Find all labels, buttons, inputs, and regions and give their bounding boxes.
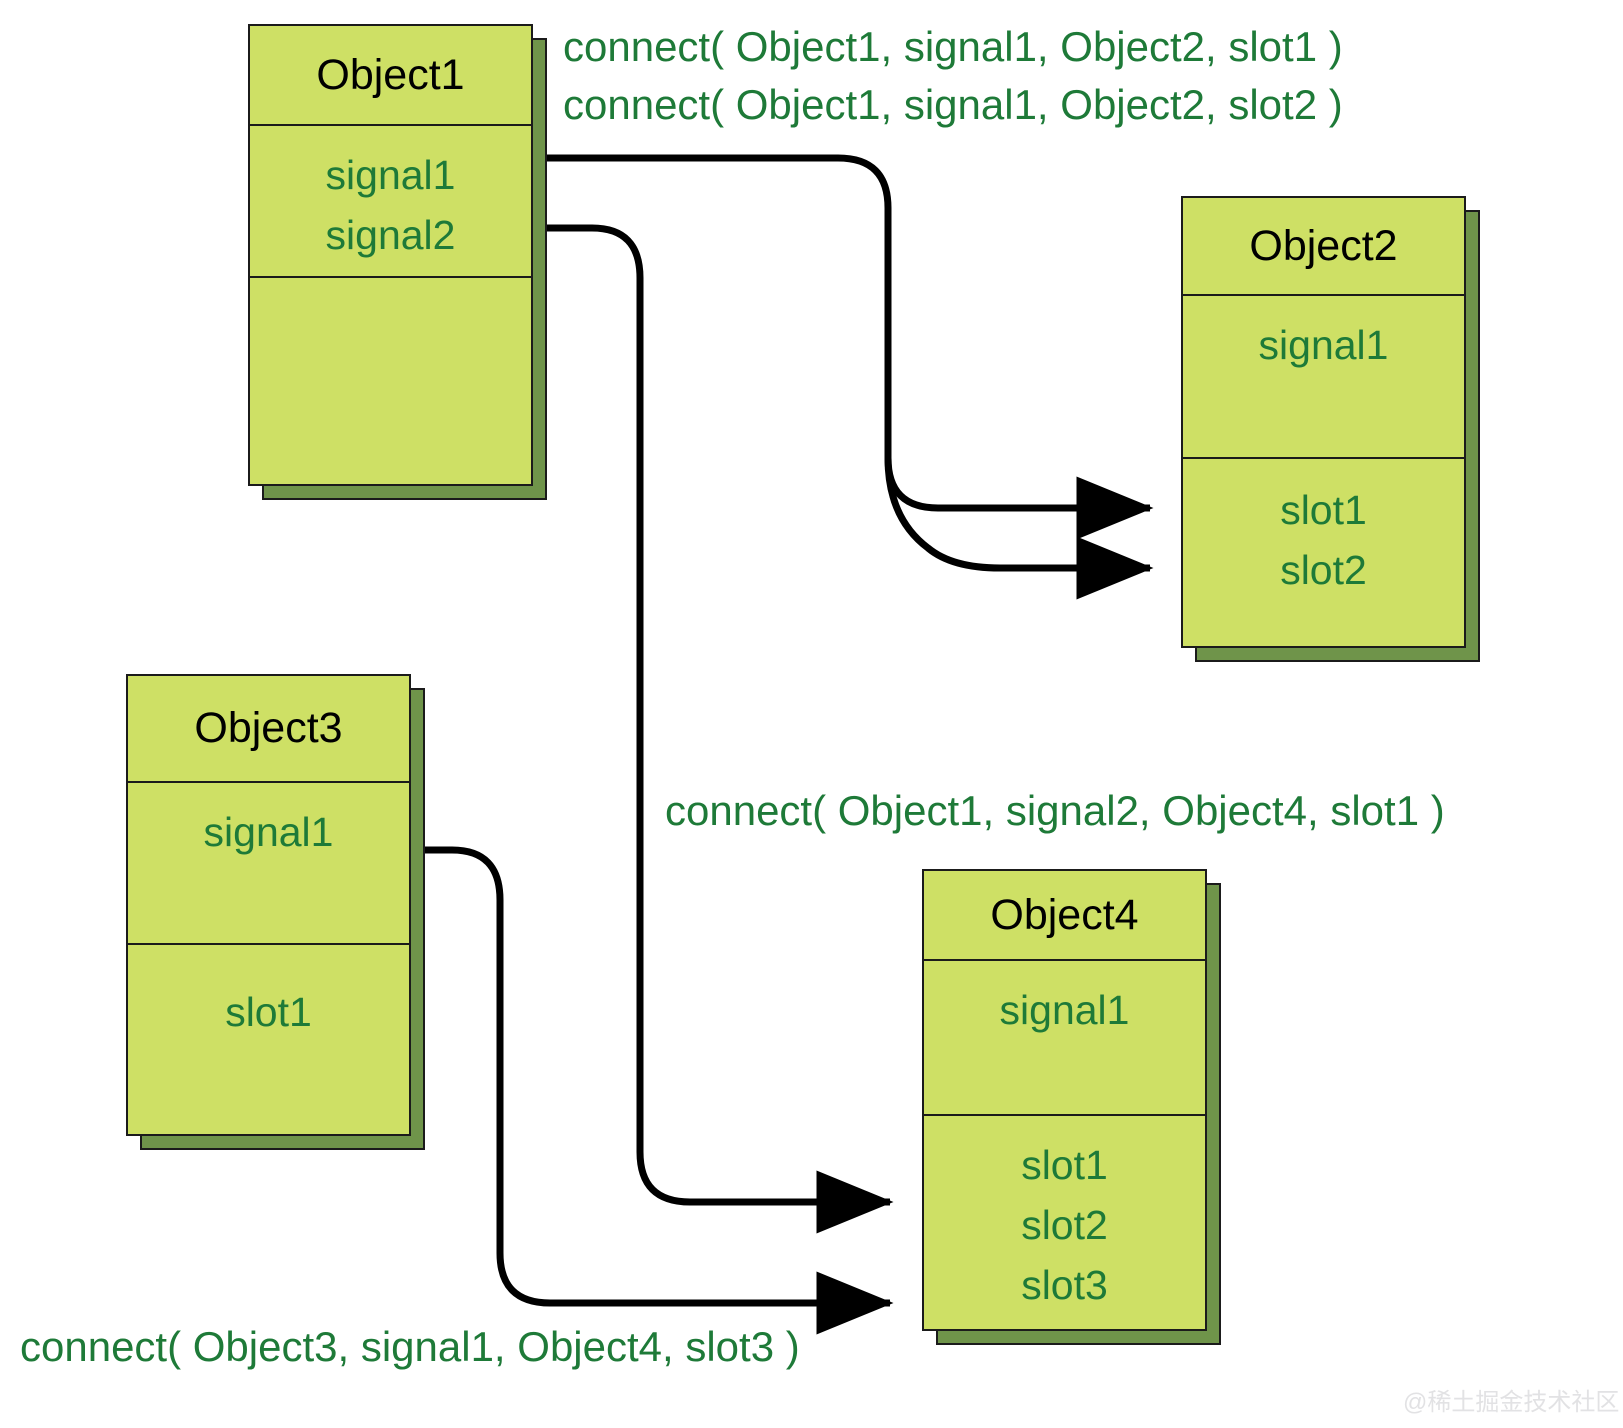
object4-title-section: Object4 bbox=[924, 871, 1205, 959]
object3-signals-section: signal1 bbox=[128, 781, 409, 943]
object4-title: Object4 bbox=[990, 890, 1139, 939]
object3-title-section: Object3 bbox=[128, 676, 409, 781]
object4-body: Object4 signal1 slot1 slot2 slot3 bbox=[922, 869, 1207, 1331]
object1-title-section: Object1 bbox=[250, 26, 531, 124]
connect-label-object1-signal1-object2-slot2: connect( Object1, signal1, Object2, slot… bbox=[563, 81, 1343, 128]
object1-title: Object1 bbox=[316, 50, 465, 99]
object1-slots-section bbox=[250, 276, 531, 484]
object2-title-section: Object2 bbox=[1183, 198, 1464, 294]
object2-title: Object2 bbox=[1249, 221, 1398, 270]
object4-slot-1[interactable]: slot1 bbox=[1021, 1142, 1108, 1188]
object1-body: Object1 signal1 signal2 bbox=[248, 24, 533, 486]
object-box-object2[interactable]: Object2 signal1 slot1 slot2 bbox=[1181, 196, 1480, 662]
wire-object1-signal1-to-object2-slot1 bbox=[533, 154, 1154, 540]
object3-title: Object3 bbox=[194, 704, 343, 752]
object4-slot-2[interactable]: slot2 bbox=[1021, 1201, 1108, 1248]
object-box-object3[interactable]: Object3 signal1 slot1 bbox=[126, 674, 425, 1150]
object4-signals-section: signal1 bbox=[924, 959, 1205, 1114]
wire-object3-signal1-to-object4-slot3 bbox=[424, 846, 894, 1335]
object-box-object1[interactable]: Object1 signal1 signal2 bbox=[248, 24, 547, 500]
connect-label-object1-signal1-object2-slot1: connect( Object1, signal1, Object2, slot… bbox=[563, 23, 1343, 70]
object3-body: Object3 signal1 slot1 bbox=[126, 674, 411, 1136]
object2-slot-1[interactable]: slot1 bbox=[1280, 487, 1367, 533]
object4-slots-section: slot1 slot2 slot3 bbox=[924, 1114, 1205, 1329]
object-box-object4[interactable]: Object4 signal1 slot1 slot2 slot3 bbox=[922, 869, 1221, 1345]
object2-body: Object2 signal1 slot1 slot2 bbox=[1181, 196, 1466, 648]
object2-signals-section: signal1 bbox=[1183, 294, 1464, 457]
watermark: @稀土掘金技术社区 bbox=[1403, 1389, 1620, 1416]
object2-signal-1[interactable]: signal1 bbox=[1258, 322, 1389, 368]
object1-signal-2[interactable]: signal2 bbox=[325, 211, 456, 258]
object4-slot-3[interactable]: slot3 bbox=[1021, 1261, 1108, 1308]
object2-slot-2[interactable]: slot2 bbox=[1280, 546, 1367, 593]
connect-label-object3-signal1-object4-slot3: connect( Object3, signal1, Object4, slot… bbox=[20, 1323, 800, 1370]
object3-slots-section: slot1 bbox=[128, 943, 409, 1134]
wire-object1-signal2-to-object4-slot1 bbox=[533, 224, 894, 1234]
object3-signal-1[interactable]: signal1 bbox=[203, 809, 334, 855]
object2-slots-section: slot1 slot2 bbox=[1183, 457, 1464, 646]
object1-signal-1[interactable]: signal1 bbox=[325, 152, 456, 198]
object1-signals-section: signal1 signal2 bbox=[250, 124, 531, 276]
wire-object1-signal1-to-object2-slot2 bbox=[884, 457, 1154, 600]
connect-label-object1-signal2-object4-slot1: connect( Object1, signal2, Object4, slot… bbox=[665, 787, 1445, 834]
object4-signal-1[interactable]: signal1 bbox=[999, 987, 1130, 1033]
object3-slot-1[interactable]: slot1 bbox=[225, 989, 312, 1035]
